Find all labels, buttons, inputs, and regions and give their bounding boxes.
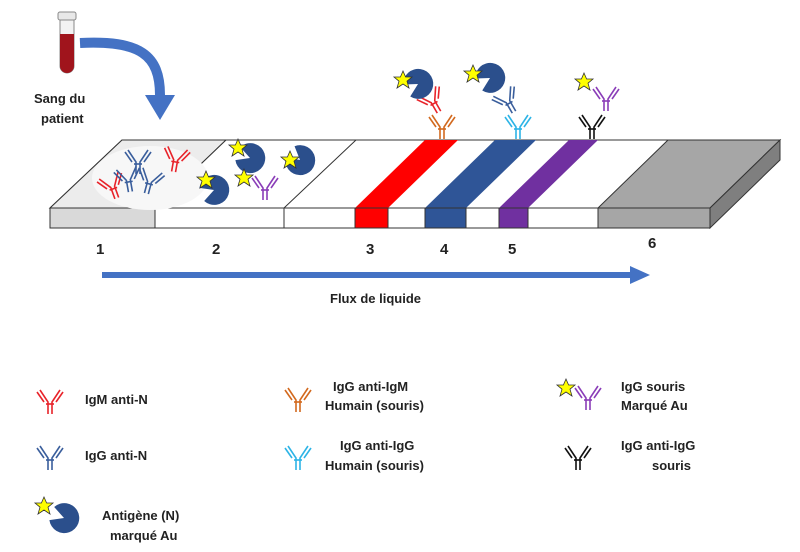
legend-igg-anti-n-icon bbox=[36, 445, 64, 471]
legend-igg-anti-igg-mouse-line2: souris bbox=[652, 458, 691, 473]
zone-number-6: 6 bbox=[648, 235, 656, 252]
legend-igg-mouse-gold-line1: IgG souris bbox=[621, 379, 685, 394]
legend-igg-anti-igg-human-icon bbox=[284, 445, 312, 471]
blood-tube-icon bbox=[57, 11, 77, 74]
zone-number-4: 4 bbox=[440, 241, 449, 258]
legend-antigen-line1: Antigène (N) bbox=[102, 508, 179, 523]
flow-arrow bbox=[102, 266, 650, 284]
patient-label-line1: Sang du bbox=[34, 91, 85, 106]
legend-igg-anti-igm-icon bbox=[284, 387, 312, 413]
line5-top bbox=[499, 140, 598, 208]
legend-igg-anti-igg-mouse-line1: IgG anti-IgG bbox=[621, 438, 695, 453]
patient-label-line2: patient bbox=[41, 111, 84, 126]
legend: IgM anti-N IgG anti-N Antigène (N) marqu… bbox=[34, 378, 695, 543]
legend-igg-anti-igg-mouse-icon bbox=[564, 445, 592, 471]
sample-arrow bbox=[79, 37, 175, 120]
legend-igg-anti-igm-line1: IgG anti-IgM bbox=[333, 379, 408, 394]
flow-label: Flux de liquide bbox=[330, 291, 421, 306]
legend-igg-mouse-gold-line2: Marqué Au bbox=[621, 398, 688, 413]
legend-antigen-icon bbox=[34, 496, 84, 538]
legend-igm-anti-n-icon bbox=[36, 389, 64, 415]
legend-igg-anti-igg-human-line2: Humain (souris) bbox=[325, 458, 424, 473]
zone-number-3: 3 bbox=[366, 241, 374, 258]
legend-igg-mouse-gold-icon bbox=[556, 378, 602, 411]
line4-top bbox=[425, 140, 536, 208]
line5-complex bbox=[574, 72, 620, 140]
legend-igm-anti-n: IgM anti-N bbox=[85, 392, 148, 407]
line3-complex bbox=[393, 63, 456, 140]
line4-complex bbox=[463, 57, 532, 140]
legend-igg-anti-igg-human-line1: IgG anti-IgG bbox=[340, 438, 414, 453]
zone-number-2: 2 bbox=[212, 241, 220, 258]
zone-number-5: 5 bbox=[508, 241, 516, 258]
legend-igg-anti-n: IgG anti-N bbox=[85, 448, 147, 463]
zone1-antibodies bbox=[92, 145, 208, 210]
zone-number-1: 1 bbox=[96, 241, 104, 258]
line3-top bbox=[355, 140, 458, 208]
legend-antigen-line2: marqué Au bbox=[110, 528, 177, 543]
legend-igg-anti-igm-line2: Humain (souris) bbox=[325, 398, 424, 413]
